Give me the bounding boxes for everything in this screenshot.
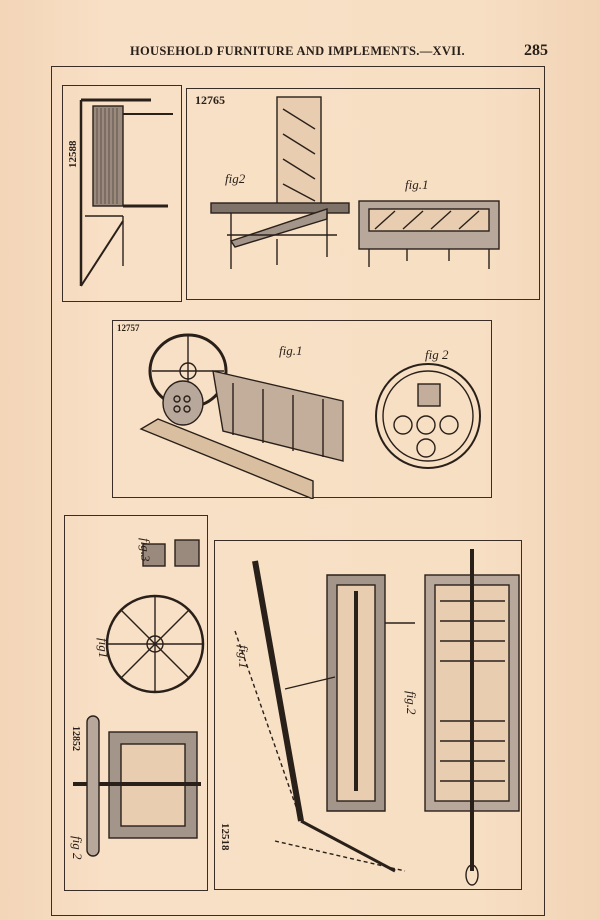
page-number: 285: [524, 42, 548, 59]
plate-12588-drawing: [79, 98, 173, 287]
plate-12518-fig2-label: fig.2: [404, 691, 419, 715]
plate-12518-drawing: [234, 549, 520, 886]
plate-12765-fig1-label: fig.1: [405, 177, 429, 192]
plate-12765-number: 12765: [195, 93, 225, 107]
plate-12765: 12765 fig2 fig.1: [186, 88, 540, 300]
illustration-frame: [51, 66, 545, 916]
plate-12757-number: 12757: [117, 323, 140, 333]
plate-12852-fig3-label: fig.3: [138, 538, 153, 562]
plate-12588: 12588: [62, 85, 182, 302]
running-head: HOUSEHOLD FURNITURE AND IMPLEMENTS.—XVII…: [130, 44, 465, 58]
plate-12765-drawing: [210, 96, 500, 269]
plate-12757-fig2-label: fig 2: [425, 347, 449, 362]
plate-12852: 12852 fig.3 fig1 fig 2: [64, 515, 208, 891]
plate-12757: 12757 fig.1 fig 2: [112, 320, 492, 499]
plate-12757-fig1-label: fig.1: [279, 343, 303, 358]
plate-12518: 12518 fig.1 fig.2: [214, 540, 522, 890]
plate-12852-drawing: [73, 539, 205, 857]
plate-12852-fig2-label: fig 2: [70, 836, 85, 860]
plate-12757-drawing: [139, 333, 481, 499]
plate-12518-number: 12518: [219, 823, 231, 851]
plate-12852-fig1-label: fig1: [96, 638, 111, 659]
plate-12588-number: 12588: [67, 140, 79, 169]
plate-12852-number: 12852: [70, 726, 81, 751]
plate-12518-fig1-label: fig.1: [236, 645, 251, 669]
plate-12765-fig2-label: fig2: [225, 171, 246, 186]
